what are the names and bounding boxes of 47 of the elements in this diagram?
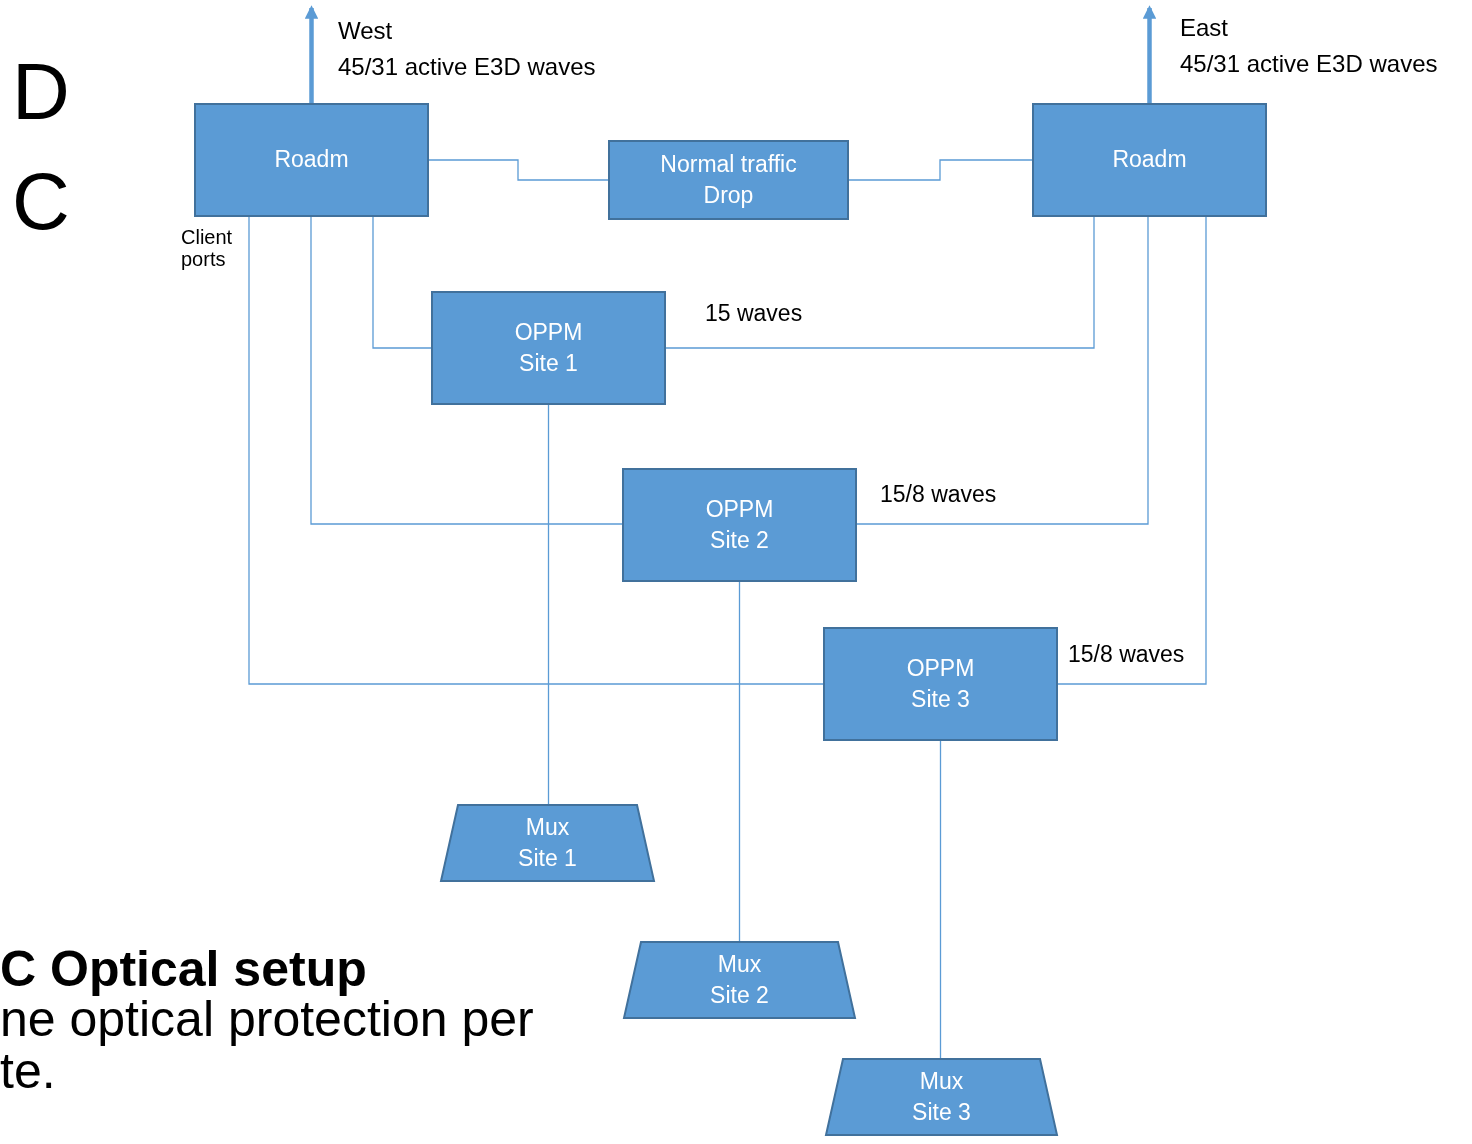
direction-label: East — [1180, 15, 1229, 42]
node-label: Site 2 — [710, 981, 769, 1010]
node-label: Site 1 — [518, 844, 577, 873]
slide-title-letter: C — [12, 158, 70, 246]
mux-trapezoid — [623, 941, 856, 1019]
process-box — [194, 103, 429, 217]
node-label: Roadm — [1112, 145, 1187, 175]
node-label: Site 3 — [912, 1098, 971, 1127]
wave-count-label: 45/31 active E3D waves — [1180, 51, 1438, 78]
slide-body-text: te. — [0, 1044, 56, 1099]
slide-heading: C Optical setup — [0, 942, 367, 997]
node-label: OPPM — [514, 317, 583, 347]
arrow — [304, 5, 319, 103]
node-label: OPPM — [906, 653, 975, 683]
mux-trapezoid — [440, 804, 655, 882]
node-label: Mux — [717, 949, 762, 979]
connector-line — [547, 404, 550, 805]
node-label: Normal traffic — [660, 149, 797, 179]
connector-line — [372, 216, 432, 349]
node-label: Mux — [919, 1066, 964, 1096]
connector-line — [1057, 216, 1207, 685]
process-box — [823, 627, 1058, 741]
connector-line — [665, 216, 1095, 349]
wave-count-label: 45/31 active E3D waves — [338, 54, 596, 81]
connector-line — [428, 159, 609, 181]
arrow — [1142, 5, 1157, 103]
connector-line — [848, 159, 1033, 181]
port-label: Client ports — [181, 226, 234, 270]
slide-title-letter: D — [12, 48, 70, 136]
node-label: Drop — [703, 181, 754, 210]
node-label: Site 2 — [710, 526, 769, 555]
direction-label: West — [338, 18, 393, 45]
process-box — [608, 140, 849, 220]
connector-line — [310, 216, 623, 525]
node-label: Roadm — [274, 145, 349, 175]
node-label: OPPM — [705, 494, 774, 524]
node-label: Site 3 — [911, 685, 970, 714]
connector-line — [738, 581, 741, 942]
connector-line — [939, 740, 942, 1059]
connector-line — [856, 216, 1149, 525]
process-box — [1032, 103, 1267, 217]
process-box — [622, 468, 857, 582]
node-label: Mux — [525, 812, 570, 842]
node-label: Site 1 — [519, 349, 578, 378]
process-box — [431, 291, 666, 405]
mux-trapezoid — [825, 1058, 1058, 1136]
connector-line — [248, 216, 824, 685]
